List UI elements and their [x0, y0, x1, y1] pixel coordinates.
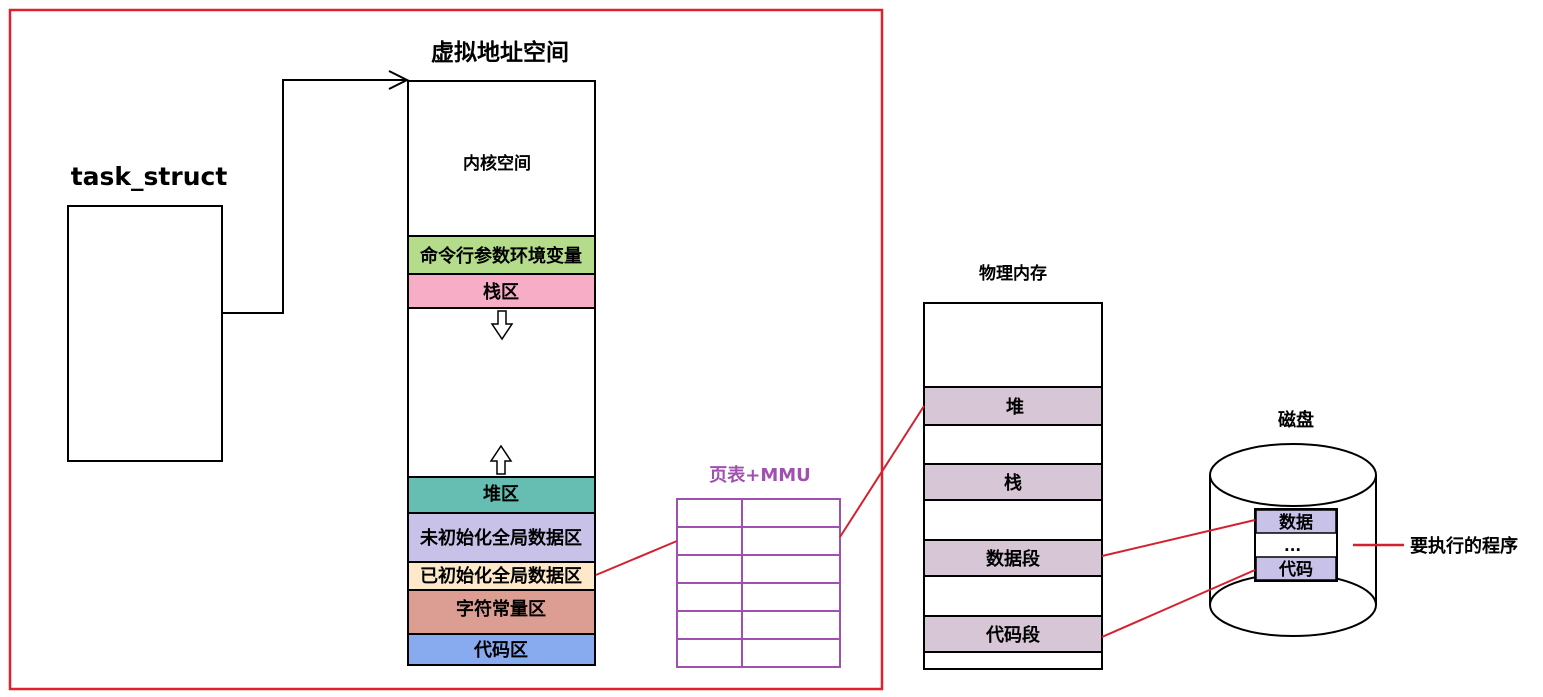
- rodata-label: 字符常量区: [456, 598, 546, 620]
- disk-data-label: 数据: [1279, 512, 1313, 533]
- phys-code-label: 代码段: [985, 624, 1041, 646]
- phys-heap-label: 堆: [1006, 396, 1024, 418]
- bss-segment: [407, 512, 596, 563]
- heap-label: 堆区: [483, 483, 519, 505]
- stack-grow-down-icon: [490, 310, 514, 341]
- process-frame: [8, 8, 884, 691]
- disk-ellipsis-label: ...: [1284, 537, 1301, 555]
- program-label: 要执行的程序: [1410, 535, 1518, 557]
- mapping-lines: [595, 405, 1256, 638]
- data-segment: [407, 561, 596, 591]
- task-struct-label: task_struct: [71, 162, 228, 191]
- disk-data-item: [1255, 509, 1337, 534]
- bss-label: 未初始化全局数据区: [420, 527, 582, 549]
- virtual-space-title: 虚拟地址空间: [431, 39, 569, 66]
- heap-grow-up-icon: [489, 444, 513, 475]
- physical-memory: 堆 栈 数据段 代码段: [923, 302, 1103, 670]
- phys-code-segment: [923, 615, 1103, 653]
- physcode-to-disk-link: [1101, 569, 1256, 638]
- heap-segment: [407, 476, 596, 514]
- data-label: 已初始化全局数据区: [420, 565, 582, 587]
- page-table-label: 页表+MMU: [709, 464, 811, 486]
- code-segment: [407, 633, 596, 666]
- kernel-space-label: 内核空间: [463, 153, 531, 174]
- phys-data-label: 数据段: [986, 548, 1041, 570]
- disk-title: 磁盘: [1278, 409, 1314, 431]
- phys-stack-segment: [923, 463, 1103, 501]
- phys-stack-label: 栈: [1004, 472, 1022, 494]
- page-table-grid: [676, 498, 841, 668]
- virtual-address-space: 内核空间 命令行参数环境变量 栈区 堆区 未初始化全局数据区 已初始化全局数据区…: [407, 80, 596, 666]
- physical-memory-title: 物理内存: [979, 263, 1047, 284]
- phys-data-segment: [923, 539, 1103, 577]
- physdata-to-disk-link: [1101, 519, 1256, 557]
- task-struct-box: [67, 205, 223, 462]
- rodata-segment: [407, 589, 596, 635]
- code-label: 代码区: [473, 640, 528, 661]
- args-env-label: 命令行参数环境变量: [420, 245, 582, 267]
- pagetable-to-physmem-link: [839, 405, 925, 538]
- task-struct-pointer-line: [222, 79, 405, 314]
- disk-program-file: 数据 ... 代码: [1254, 508, 1338, 582]
- stack-segment: [407, 273, 596, 309]
- disk-code-label: 代码: [1278, 559, 1313, 580]
- args-env-segment: [407, 235, 596, 275]
- kernel-space-segment: [407, 80, 596, 237]
- disk-code-item: [1255, 556, 1337, 581]
- vspace-to-pagetable-link: [595, 540, 678, 576]
- phys-heap-segment: [923, 386, 1103, 426]
- stack-label: 栈区: [483, 281, 519, 303]
